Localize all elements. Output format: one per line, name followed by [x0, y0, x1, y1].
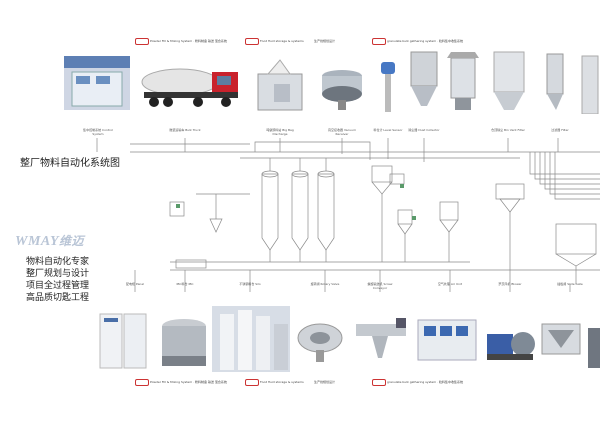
caption-air-unit: 空气处理 Air Unit	[437, 282, 463, 286]
header-top-item4: granulate bulk gathering system · 粒料集中收集…	[387, 39, 463, 43]
slogan-line-4: 高品质切匙工程	[26, 293, 90, 303]
bag-discharge-station-photo	[250, 54, 312, 114]
process-flow-lines	[96, 138, 600, 292]
company-logo-icon	[372, 38, 386, 45]
header-bottom-item1: Powder Fill & Mixing System · 粉料制备 输送 混合…	[150, 380, 227, 384]
steel-silo-photo	[212, 306, 290, 372]
caption-vacuum-receiver: 真空接收器 Vacuum Receiver	[328, 128, 356, 136]
silo-edge-photo	[578, 54, 600, 114]
rotary-valve-photo	[294, 316, 346, 368]
company-logo-icon	[245, 379, 259, 386]
caption-filter: 过滤器 Filter	[551, 128, 569, 132]
screw-conveyor-photo	[352, 310, 410, 370]
caption-ibc: IBC料仓 IBC	[176, 282, 194, 286]
slogan-line-3: 项目全过程管理	[26, 281, 90, 291]
slogan-line-2: 整厂规划与设计	[26, 269, 90, 279]
caption-screw-conveyor: 螺旋输送机 Screw Conveyor	[367, 282, 393, 290]
level-sensor-photo	[373, 56, 403, 114]
header-bottom-item4: granulate bulk gathering system · 粒料集中收集…	[387, 380, 463, 384]
dust-collector-photo	[405, 48, 443, 114]
company-logo-icon	[245, 38, 259, 45]
header-bottom-item2: Food fluid storage & systems	[260, 380, 304, 384]
flow-diagram-sheet: Powder Fill & Mixing System · 粉料制备 输送 混合…	[0, 34, 600, 390]
company-logo-icon	[372, 379, 386, 386]
header-bottom-item3: 生产线规划设计	[314, 380, 336, 384]
caption-blower: 罗茨风机 Blower	[498, 282, 522, 286]
roots-blower-photo	[483, 316, 537, 368]
panel-cabinet-photo	[98, 312, 148, 370]
company-logo-icon	[135, 38, 149, 45]
header-top-item2: Food fluid storage & systems	[260, 39, 304, 43]
caption-silo: 不锈钢料仓 Silo	[239, 282, 261, 286]
caption-control-system: 集中控制系统 Control System	[83, 128, 113, 136]
slogan-line-1: 物料自动化专家	[26, 257, 90, 267]
filter-unit-photo	[488, 50, 532, 114]
caption-rotary-valve: 旋转阀 Rotary Valve	[310, 282, 340, 286]
edge-equipment-photo	[588, 324, 600, 370]
brand-logo: WMAY维迈	[15, 234, 85, 249]
bin-vent-filter-photo	[445, 52, 481, 114]
caption-bin-vent: 仓顶除尘 Bin Vent Filter	[491, 128, 525, 132]
vacuum-receiver-photo	[318, 64, 366, 112]
caption-slide-gate: 插板阀 Slide Gate	[557, 282, 583, 286]
bulk-truck-photo	[140, 52, 240, 114]
caption-dust-collector: 除尘器 Dust Collector	[408, 128, 440, 132]
ibc-container-photo	[158, 312, 210, 370]
caption-level-sensor: 料位计 Level Sensor	[373, 128, 403, 132]
company-logo-icon	[135, 379, 149, 386]
caption-panel: 配电柜 Panel	[125, 282, 145, 286]
cyclone-filter-photo	[540, 50, 570, 114]
air-handling-unit-photo	[416, 314, 478, 366]
header-top-item3: 生产线规划设计	[314, 39, 336, 43]
caption-big-bag-discharge: 吨袋卸料站 Big Bag Discharge	[266, 128, 294, 136]
slide-gate-valve-photo	[538, 316, 584, 368]
caption-bulk-truck: 散装运输车 Bulk Truck	[169, 128, 201, 132]
control-cabinet-photo	[62, 52, 132, 112]
diagram-title: 整厂物料自动化系统图	[20, 158, 120, 169]
header-top-item1: Powder Fill & Mixing System · 粉料制备 输送 混合…	[150, 39, 227, 43]
